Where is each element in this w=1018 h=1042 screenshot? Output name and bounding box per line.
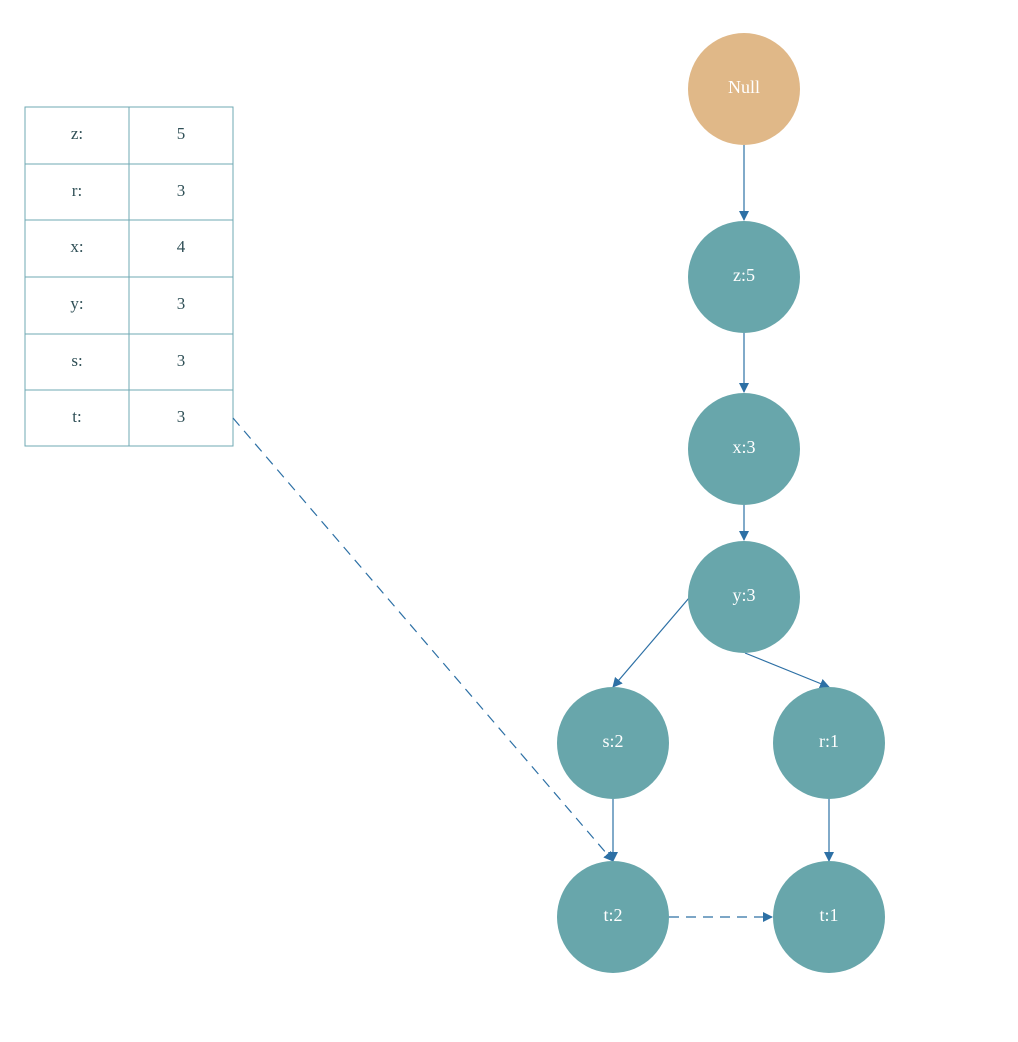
table-key-label: x: [70, 237, 83, 256]
node-z5: z:5 [688, 221, 800, 333]
node-t1: t:1 [773, 861, 885, 973]
node-null: Null [688, 33, 800, 145]
edge-y3-to-s2 [612, 597, 690, 688]
table-row-r: r: 3 [24, 163, 234, 221]
node-y3: y:3 [688, 541, 800, 653]
table-row-x: x: 4 [24, 219, 234, 278]
node-label: Null [728, 77, 760, 97]
table-key-label: z: [71, 124, 83, 143]
table-key-label: y: [70, 294, 83, 313]
table-row-z: z: 5 [24, 106, 234, 165]
node-x3: x:3 [688, 393, 800, 505]
edges [232, 145, 834, 922]
table-key-label: s: [71, 351, 82, 370]
node-label: r:1 [819, 731, 839, 751]
table-row-y: y: 3 [24, 276, 234, 335]
node-label: y:3 [732, 585, 755, 605]
node-label: z:5 [733, 265, 755, 285]
table-value-label: 3 [177, 294, 186, 313]
edge-y3-to-r1 [744, 652, 830, 689]
table-value-label: 3 [177, 407, 186, 426]
table-value-label: 3 [177, 181, 186, 200]
node-label: s:2 [602, 731, 623, 751]
header-table: z: 5 r: 3 x: 4 y: 3 s: 3 [24, 106, 234, 447]
node-label: t:2 [603, 905, 622, 925]
table-key-label: t: [72, 407, 81, 426]
edge-table-t-to-t2-dashed [232, 417, 614, 862]
node-label: x:3 [732, 437, 755, 457]
node-t2: t:2 [557, 861, 669, 973]
table-row-t: t: 3 [24, 389, 234, 447]
table-key-label: r: [72, 181, 82, 200]
node-r1: r:1 [773, 687, 885, 799]
table-row-s: s: 3 [24, 333, 234, 391]
node-label: t:1 [819, 905, 838, 925]
table-value-label: 4 [177, 237, 186, 256]
node-s2: s:2 [557, 687, 669, 799]
table-value-label: 5 [177, 124, 186, 143]
table-value-label: 3 [177, 351, 186, 370]
